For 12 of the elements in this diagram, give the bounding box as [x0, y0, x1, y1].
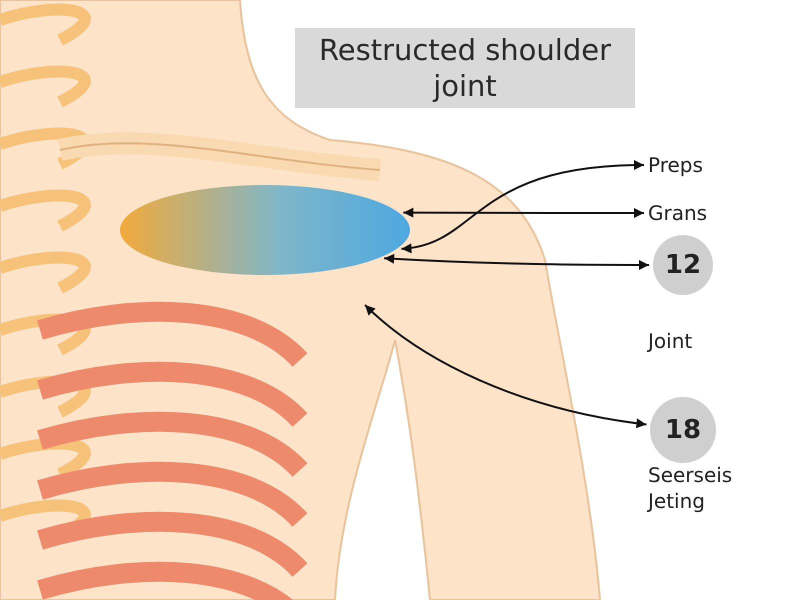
arrow — [384, 254, 649, 270]
joint-highlight — [120, 185, 410, 275]
caption-text: Seerseis Jeting — [648, 462, 734, 514]
number-badge: 12 — [653, 235, 713, 295]
title: Restructed shoulder joint — [295, 28, 635, 108]
arrow — [364, 304, 647, 428]
number-badge: 18 — [650, 397, 716, 463]
arrow — [401, 160, 644, 252]
caption-text: Joint — [648, 328, 694, 354]
callout-label: Preps — [648, 153, 703, 177]
callout-label: Grans — [648, 201, 708, 225]
arrow — [403, 208, 644, 218]
